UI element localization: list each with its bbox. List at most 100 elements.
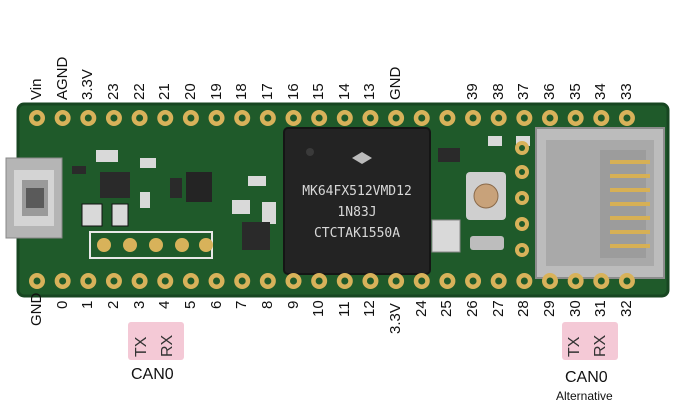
bottom-pad-6-hole	[187, 277, 195, 285]
top-pad-14-hole	[392, 114, 400, 122]
bottom-pad-9-hole	[264, 277, 272, 285]
bottom-pad-row	[29, 273, 635, 289]
top-pad-2-hole	[84, 114, 92, 122]
main-chip: MK64FX512VMD12 1N83J CTCTAK1550A	[283, 127, 431, 275]
bottom-pin-label-19: 28	[515, 300, 533, 317]
top-pad-21-hole	[572, 114, 580, 122]
bottom-pad-16-hole	[443, 277, 451, 285]
bottom-pin-label-21: 30	[566, 300, 584, 317]
right-column-pads	[515, 141, 529, 257]
bottom-pin-label-10: 9	[284, 300, 302, 309]
top-pin-label-14: GND	[387, 66, 405, 100]
bottom-pin-label-6: 5	[181, 300, 199, 309]
bottom-pad-10-hole	[290, 277, 297, 285]
bottom-pin-label-15: 24	[412, 300, 430, 317]
can0-alt-rx-label: RX	[592, 334, 609, 357]
top-pad-0-hole	[33, 114, 41, 122]
bottom-pin-label-17: 26	[464, 300, 482, 317]
bottom-pin-label-7: 6	[207, 300, 225, 309]
bottom-pin-label-4: 3	[130, 300, 148, 309]
chip-label-line1: MK64FX512VMD12	[302, 184, 412, 199]
top-pin-label-18: 36	[541, 83, 558, 100]
top-pin-label-10: 16	[284, 83, 302, 100]
top-pin-label-1: AGND	[53, 56, 71, 100]
top-pad-4-hole	[136, 114, 144, 122]
can0-alt-highlight	[562, 322, 618, 360]
top-pin-label-17: 37	[515, 83, 533, 100]
top-pin-label-9: 17	[258, 83, 276, 100]
top-pad-8-hole	[238, 114, 246, 122]
can0-rx-label: RX	[159, 334, 176, 357]
top-pad-13-hole	[366, 114, 374, 122]
bottom-pin-label-12: 11	[335, 301, 353, 317]
program-button	[473, 183, 499, 209]
top-pin-label-6: 20	[181, 83, 199, 100]
top-pad-11-hole	[315, 114, 323, 122]
bottom-pin-label-8: 7	[233, 300, 251, 309]
bottom-pin-label-0: GND	[28, 292, 45, 326]
can0-highlight	[128, 322, 184, 360]
bottom-pad-3-hole	[110, 277, 118, 285]
top-pad-17-hole	[469, 114, 477, 122]
usb-connector	[5, 157, 63, 239]
top-pin-label-2: 3.3V	[79, 69, 97, 100]
top-pin-label-8: 18	[233, 83, 251, 100]
bottom-pin-label-22: 31	[592, 300, 610, 317]
can0-title: CAN0	[131, 366, 174, 383]
can0-alt-title: CAN0	[565, 369, 608, 386]
bottom-pad-23-hole	[623, 277, 631, 285]
top-pin-label-13: 13	[361, 83, 379, 100]
top-pin-label-0: Vin	[28, 78, 45, 100]
top-pad-3-hole	[110, 114, 118, 122]
top-pad-10-hole	[290, 114, 297, 122]
bottom-pin-label-5: 4	[156, 300, 174, 309]
right-components	[431, 136, 530, 253]
can0-tx-label: TX	[133, 336, 150, 357]
top-pad-row	[29, 110, 635, 126]
top-pad-15-hole	[418, 114, 426, 122]
bottom-pin-label-14: 3.3V	[387, 303, 405, 334]
can0-alt-subtitle: Alternative	[556, 389, 613, 403]
top-pin-label-7: 19	[207, 83, 225, 100]
top-pin-label-19: 35	[566, 83, 584, 100]
bottom-pad-11-hole	[315, 277, 323, 285]
bottom-pad-5-hole	[161, 277, 169, 285]
top-pad-16-hole	[443, 114, 451, 122]
top-pin-label-16: 38	[489, 83, 507, 100]
top-pin-label-15: 39	[464, 83, 482, 100]
top-pad-23-hole	[623, 114, 631, 122]
bottom-pin-label-13: 12	[361, 300, 379, 317]
bottom-pin-label-23: 32	[617, 300, 635, 317]
bottom-pad-15-hole	[418, 277, 426, 285]
bottom-pad-8-hole	[238, 277, 246, 285]
bottom-pad-19-hole	[520, 277, 528, 285]
bottom-pad-12-hole	[341, 277, 349, 285]
bottom-pin-label-9: 8	[258, 300, 276, 309]
bottom-pad-22-hole	[597, 277, 605, 285]
bottom-pin-label-11: 10	[310, 300, 328, 317]
bottom-pad-17-hole	[469, 277, 477, 285]
bottom-pad-14-hole	[392, 277, 400, 285]
top-pad-5-hole	[161, 114, 169, 122]
smd-components	[72, 150, 276, 250]
top-pad-19-hole	[520, 114, 528, 122]
chip-label-line2: 1N83J	[337, 205, 376, 220]
bottom-pad-20-hole	[546, 277, 554, 285]
top-pin-label-3: 23	[104, 83, 122, 100]
top-pad-18-hole	[495, 114, 503, 122]
top-pin-label-4: 22	[130, 83, 148, 100]
top-pin-label-20: 34	[592, 83, 610, 100]
bottom-pad-18-hole	[495, 277, 503, 285]
top-pin-label-11: 15	[310, 83, 328, 100]
bottom-pin-label-20: 29	[541, 300, 558, 317]
top-pin-label-12: 14	[335, 83, 353, 100]
bottom-pin-label-16: 25	[438, 300, 456, 317]
bottom-pad-1-hole	[59, 277, 67, 285]
bottom-pad-7-hole	[213, 277, 221, 285]
bottom-pin-label-3: 2	[104, 300, 122, 309]
top-pad-22-hole	[597, 114, 605, 122]
top-pin-label-21: 33	[617, 83, 635, 100]
sd-card-socket	[535, 127, 665, 279]
top-pad-9-hole	[264, 114, 272, 122]
